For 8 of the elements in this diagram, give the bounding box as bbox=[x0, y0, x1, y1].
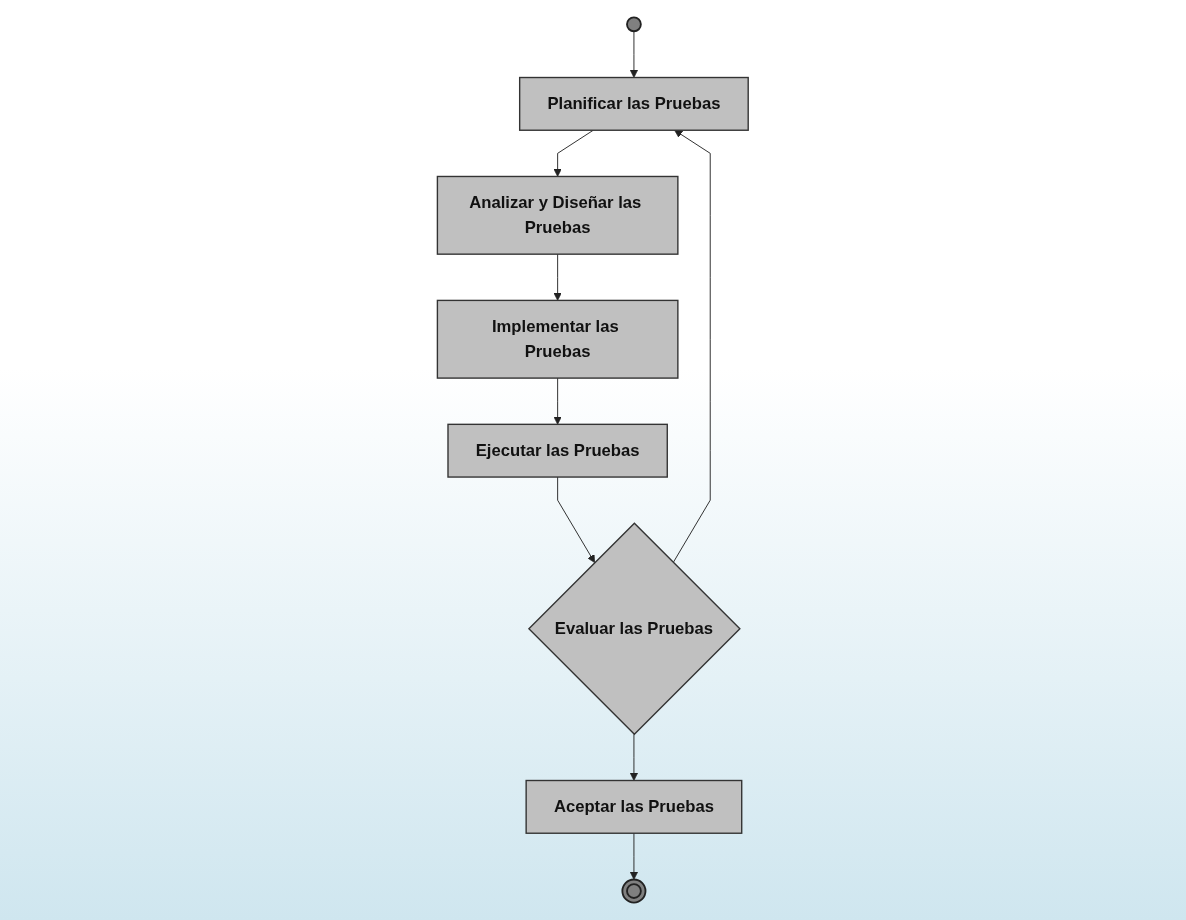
node-circle bbox=[626, 16, 642, 33]
node-box: Implementar las Pruebas bbox=[436, 299, 679, 379]
node-circle bbox=[621, 878, 647, 904]
node-diamond: Evaluar las Pruebas bbox=[528, 522, 742, 736]
node-box: Analizar y Diseñar las Pruebas bbox=[436, 175, 679, 255]
node-box: Planificar las Pruebas bbox=[519, 76, 750, 131]
node-box: Aceptar las Pruebas bbox=[525, 779, 743, 834]
node-box: Ejecutar las Pruebas bbox=[447, 423, 669, 478]
